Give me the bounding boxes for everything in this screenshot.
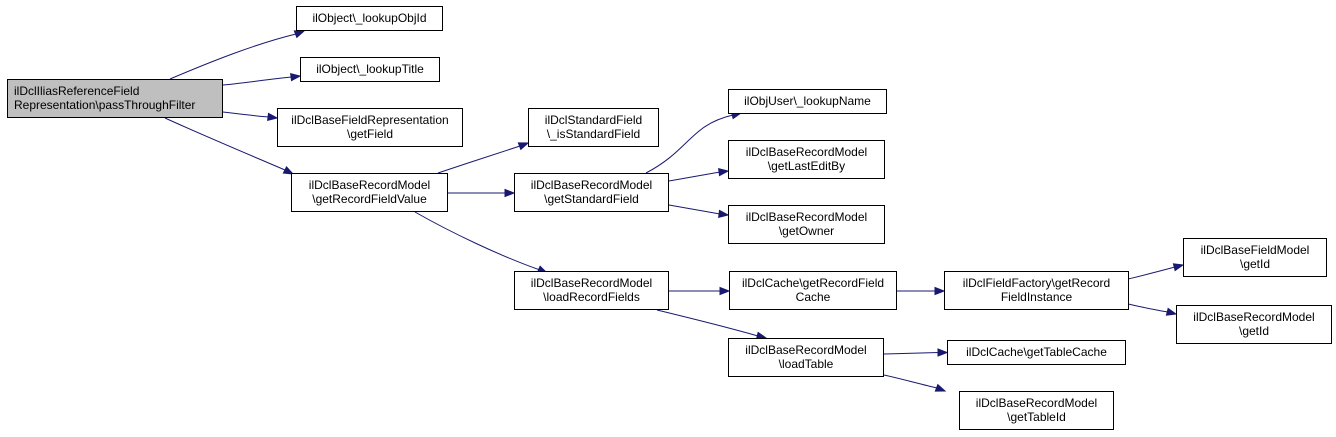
node-label-line: ilDclBaseFieldModel: [1201, 243, 1310, 257]
node-label-line: ilDclStandardField: [545, 113, 642, 127]
node-lookup-obj-id[interactable]: ilObject\_lookupObjId: [296, 6, 443, 31]
edge-line: [437, 145, 521, 174]
arrowhead-icon: [504, 188, 516, 198]
node-label-line: \loadRecordFields: [543, 290, 640, 304]
arrowhead-icon: [1172, 263, 1185, 272]
node-label-line: ilDclBaseRecordModel: [531, 276, 652, 290]
node-label-line: ilDclBaseRecordModel: [1193, 310, 1314, 324]
node-label-line: \getField: [347, 127, 393, 141]
arrowhead-icon: [719, 286, 731, 296]
node-lookup-name[interactable]: ilObjUser\_lookupName: [728, 89, 887, 114]
arrowhead-icon: [934, 286, 946, 296]
node-load-record-fields[interactable]: ilDclBaseRecordModel \loadRecordFields: [514, 271, 669, 310]
node-lookup-title[interactable]: ilObject\_lookupTitle: [300, 57, 440, 82]
edge-line: [883, 374, 938, 389]
node-label-line: ilObjUser\_lookupName: [744, 94, 871, 108]
edge-loadRecordFields-to-loadTable: [656, 309, 768, 340]
edge-root-to-lookupTitle: [222, 72, 302, 86]
edge-getStandardField-to-getOwner: [668, 204, 730, 219]
arrowhead-icon: [293, 30, 306, 39]
node-get-table-id[interactable]: ilDclBaseRecordModel \getTableId: [959, 391, 1114, 430]
arrowhead-icon: [282, 165, 295, 175]
node-label-line: Cache: [796, 290, 831, 304]
arrowhead-icon: [517, 142, 530, 151]
node-label-line: \getTableId: [1007, 410, 1066, 424]
edge-loadRecordFields-to-getRecordFieldCache: [668, 286, 731, 296]
node-label-line: \getLastEditBy: [768, 159, 845, 173]
edge-getStandardField-to-getLastEditBy: [668, 167, 730, 182]
edge-getRecordFieldValue-to-isStandardField: [437, 142, 530, 174]
node-root-passthroughfilter[interactable]: ilDclIliasReferenceField Representation\…: [7, 79, 223, 118]
edge-line: [645, 114, 734, 174]
node-label-line: \getId: [1240, 257, 1270, 271]
edge-getRecordFieldCache-to-getRecordFieldInstance: [896, 286, 946, 296]
edge-getRecordFieldValue-to-getStandardField: [448, 188, 516, 198]
edge-root-to-lookupObjId: [169, 30, 306, 80]
node-load-table[interactable]: ilDclBaseRecordModel \loadTable: [728, 338, 884, 377]
node-label-line: \getRecordFieldValue: [312, 192, 427, 206]
node-base-field-model-get-id[interactable]: ilDclBaseFieldModel \getId: [1183, 238, 1327, 277]
arrowhead-icon: [718, 209, 730, 219]
edge-line: [668, 204, 721, 215]
node-label-line: ilDclBaseFieldRepresentation: [291, 113, 448, 127]
node-label-line: \getOwner: [779, 224, 834, 238]
edge-line: [883, 352, 940, 355]
edge-getStandardField-to-lookupName: [645, 111, 743, 174]
edge-getRecordFieldInstance-to-baseFieldModelGetId: [1127, 263, 1185, 280]
node-label-line: \_isStandardField: [547, 127, 640, 141]
node-get-record-field-cache[interactable]: ilDclCache\getRecordField Cache: [729, 271, 897, 310]
edge-line: [169, 33, 297, 80]
edge-root-to-getRecordFieldValue: [164, 117, 295, 175]
node-label-line: ilDclCache\getRecordField: [742, 276, 884, 290]
node-label-line: \loadTable: [779, 357, 834, 371]
edge-line: [656, 309, 759, 337]
node-get-record-field-instance[interactable]: ilDclFieldFactory\getRecord FieldInstanc…: [944, 271, 1129, 310]
node-label-line: ilDclBaseRecordModel: [531, 178, 652, 192]
node-label-line: ilDclFieldFactory\getRecord: [963, 276, 1110, 290]
node-base-record-model-get-id[interactable]: ilDclBaseRecordModel \getId: [1176, 305, 1332, 344]
arrowhead-icon: [1165, 307, 1178, 316]
node-label-line: FieldInstance: [1001, 290, 1073, 304]
node-label-line: ilObject\_lookupObjId: [312, 11, 426, 25]
node-label-line: ilDclBaseRecordModel: [976, 396, 1097, 410]
node-get-standard-field[interactable]: ilDclBaseRecordModel \getStandardField: [514, 173, 669, 212]
edge-loadTable-to-getTableId: [883, 374, 947, 392]
edge-line: [1127, 303, 1169, 313]
node-is-standard-field[interactable]: ilDclStandardField \_isStandardField: [528, 108, 659, 147]
edge-line: [414, 211, 541, 271]
node-get-record-field-value[interactable]: ilDclBaseRecordModel \getRecordFieldValu…: [291, 173, 448, 212]
node-get-table-cache[interactable]: ilDclCache\getTableCache: [947, 340, 1126, 365]
node-label-line: \getId: [1239, 324, 1269, 338]
node-label-line: ilObject\_lookupTitle: [316, 62, 424, 76]
edge-loadTable-to-getTableCache: [883, 348, 949, 357]
arrowhead-icon: [718, 167, 730, 177]
edges-layer: [164, 30, 1185, 392]
edge-getRecordFieldValue-to-loadRecordFields: [414, 211, 549, 274]
edge-line: [1127, 266, 1176, 280]
edge-line: [222, 111, 270, 118]
node-get-last-edit-by[interactable]: ilDclBaseRecordModel \getLastEditBy: [728, 140, 885, 179]
edge-getRecordFieldInstance-to-baseRecordModelGetId: [1127, 303, 1178, 316]
node-label-line: ilDclBaseRecordModel: [746, 210, 867, 224]
edge-line: [668, 171, 721, 182]
node-label-line: ilDclCache\getTableCache: [966, 345, 1107, 359]
arrowhead-icon: [267, 112, 279, 122]
arrowhead-icon: [290, 72, 302, 82]
node-label-line: ilDclBaseRecordModel: [746, 145, 867, 159]
node-label-line: ilDclBaseRecordModel: [745, 343, 866, 357]
node-label-line: Representation\passThroughFilter: [14, 98, 195, 112]
node-label-line: \getStandardField: [544, 192, 639, 206]
node-label-line: ilDclIliasReferenceField: [14, 84, 139, 98]
arrowhead-icon: [937, 348, 949, 357]
edge-root-to-baseFieldRepGetField: [222, 111, 279, 122]
edge-line: [222, 76, 293, 86]
node-label-line: ilDclBaseRecordModel: [309, 178, 430, 192]
node-get-owner[interactable]: ilDclBaseRecordModel \getOwner: [728, 205, 885, 244]
edge-line: [164, 117, 286, 171]
arrowhead-icon: [934, 383, 947, 392]
node-base-field-representation-get-field[interactable]: ilDclBaseFieldRepresentation \getField: [277, 108, 463, 147]
